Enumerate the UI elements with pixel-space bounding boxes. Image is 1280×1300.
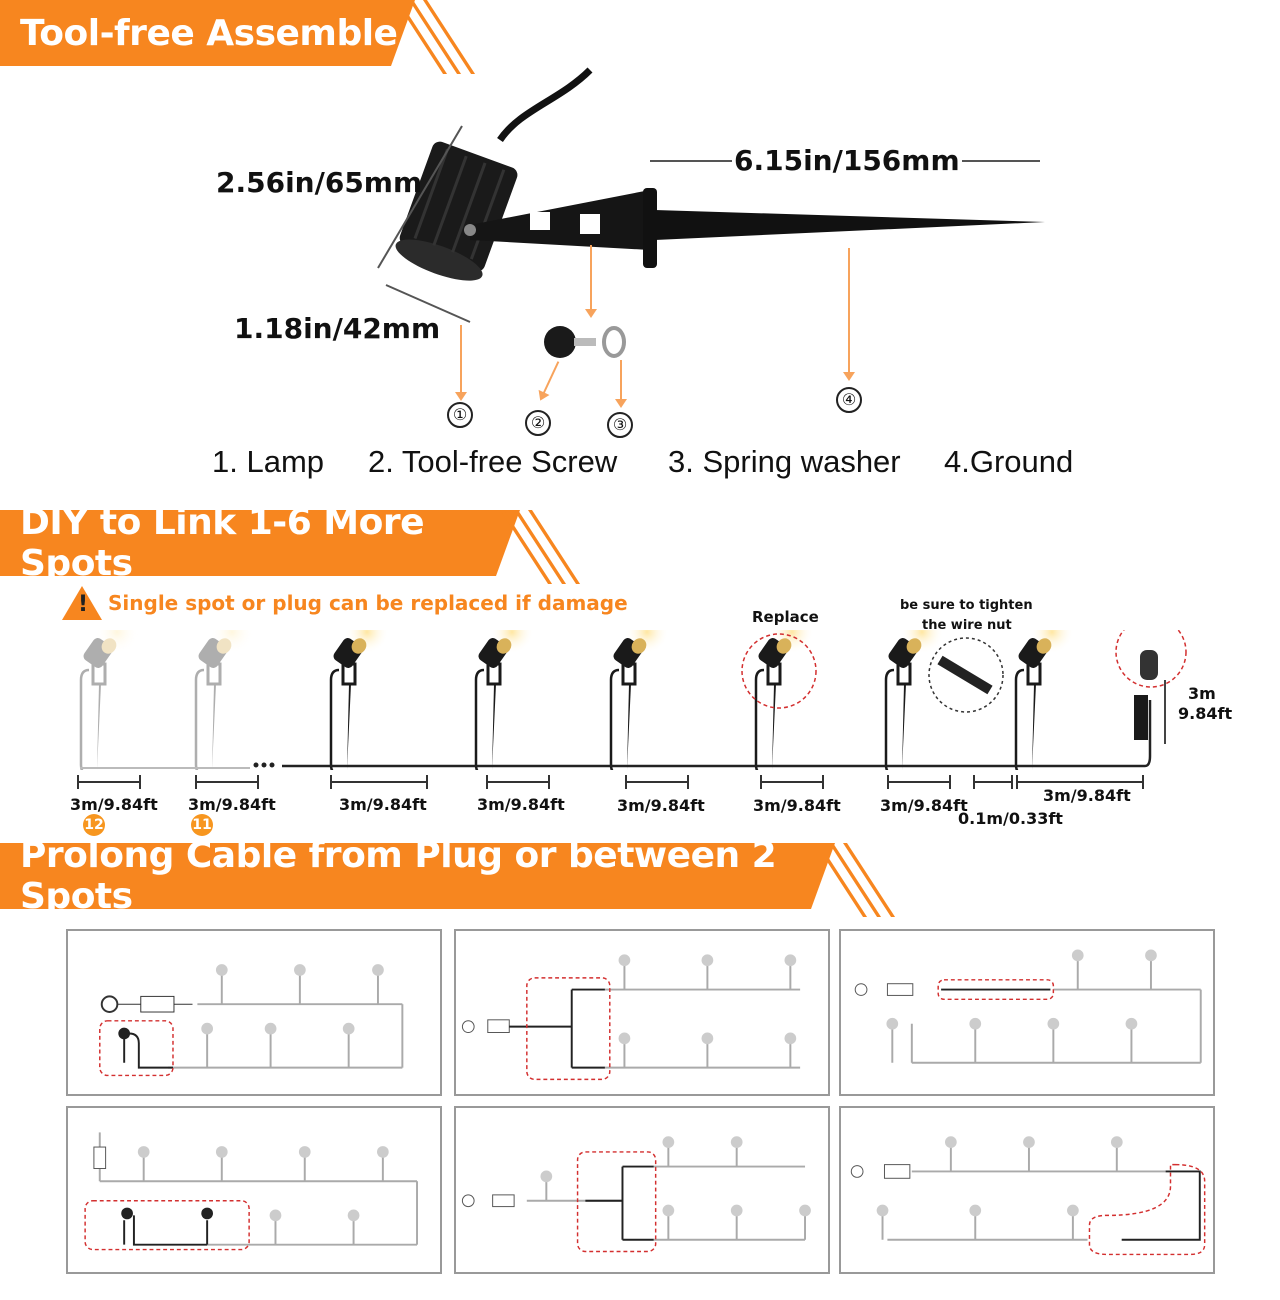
wiring-option-panel-5 [454,1106,830,1274]
warning-text: Single spot or plug can be replaced if d… [108,591,628,615]
wiring-option-panel-2 [454,929,830,1096]
wiring-option-panel-6 [839,1106,1215,1274]
tighten-note-line2: the wire nut [922,618,1012,633]
pointer-arrow-washer [585,245,597,318]
spot-number-badge: 12 [83,814,105,836]
plug-cable-length-m: 3m [1188,684,1216,703]
part-label-lamp: 1. Lamp [212,444,325,479]
section-title: Prolong Cable from Plug or between 2 Spo… [20,835,777,917]
marker-2: ② [525,410,551,436]
warning-note: ! Single spot or plug can be replaced if… [62,586,628,620]
tighten-note-line1: be sure to tighten [900,598,1033,613]
cable-length-label: 3m/9.84ft [188,795,276,814]
section-banner-assemble: Tool-free Assemble [0,0,415,66]
part-label-washer: 3. Spring washer [668,444,901,479]
cable-length-label: 3m/9.84ft [880,796,968,815]
banner-stripes [500,510,581,584]
dim-line [330,775,428,789]
spot-number-badge: 11 [191,814,213,836]
stake-length-dimension: 6.15in/156mm [732,144,962,177]
pointer-arrow-lamp [455,325,467,401]
wiring-option-panel-3 [839,929,1215,1096]
dim-line [1016,775,1144,789]
cable-length-label: 3m/9.84ft [339,795,427,814]
spotlight-assembly-illustration [377,67,1045,358]
part-label-ground: 4.Ground [944,444,1074,479]
dim-line [760,775,824,789]
section-title: Tool-free Assemble [20,12,398,54]
part-label-screw: 2. Tool-free Screw [368,444,618,479]
dim-line [973,775,1013,789]
dim-line [486,775,550,789]
cable-length-label: 3m/9.84ft [1043,786,1131,805]
replace-label: Replace [752,608,819,626]
cable-length-label: 3m/9.84ft [617,796,705,815]
cable-length-label: 0.1m/0.33ft [958,809,1063,828]
width-dimension: 1.18in/42mm [234,312,441,345]
pointer-arrow-washer-2 [615,360,627,408]
height-dimension: 2.56in/65mm [216,166,423,199]
dim-line [77,775,141,789]
spot-chain-diagram [79,630,1187,770]
marker-4: ④ [836,387,862,413]
pointer-arrow-ground [843,248,855,381]
plug-cable-length-ft: 9.84ft [1178,704,1233,723]
cable-length-label: 3m/9.84ft [70,795,158,814]
wiring-option-panel-4 [66,1106,442,1274]
section-banner-link: DIY to Link 1-6 More Spots [0,510,520,576]
dim-line [887,775,951,789]
section-banner-prolong: Prolong Cable from Plug or between 2 Spo… [0,843,835,909]
cable-length-label: 3m/9.84ft [477,795,565,814]
warning-triangle-icon: ! [62,586,102,620]
cable-length-label: 3m/9.84ft [753,796,841,815]
dim-line [195,775,259,789]
banner-stripes [395,0,476,74]
marker-3: ③ [607,412,633,438]
banner-stripes [815,843,896,917]
pointer-arrow-screw [542,361,560,394]
dim-line [625,775,689,789]
section-title: DIY to Link 1-6 More Spots [20,502,425,584]
wiring-option-panel-1 [66,929,442,1096]
marker-1: ① [447,402,473,428]
